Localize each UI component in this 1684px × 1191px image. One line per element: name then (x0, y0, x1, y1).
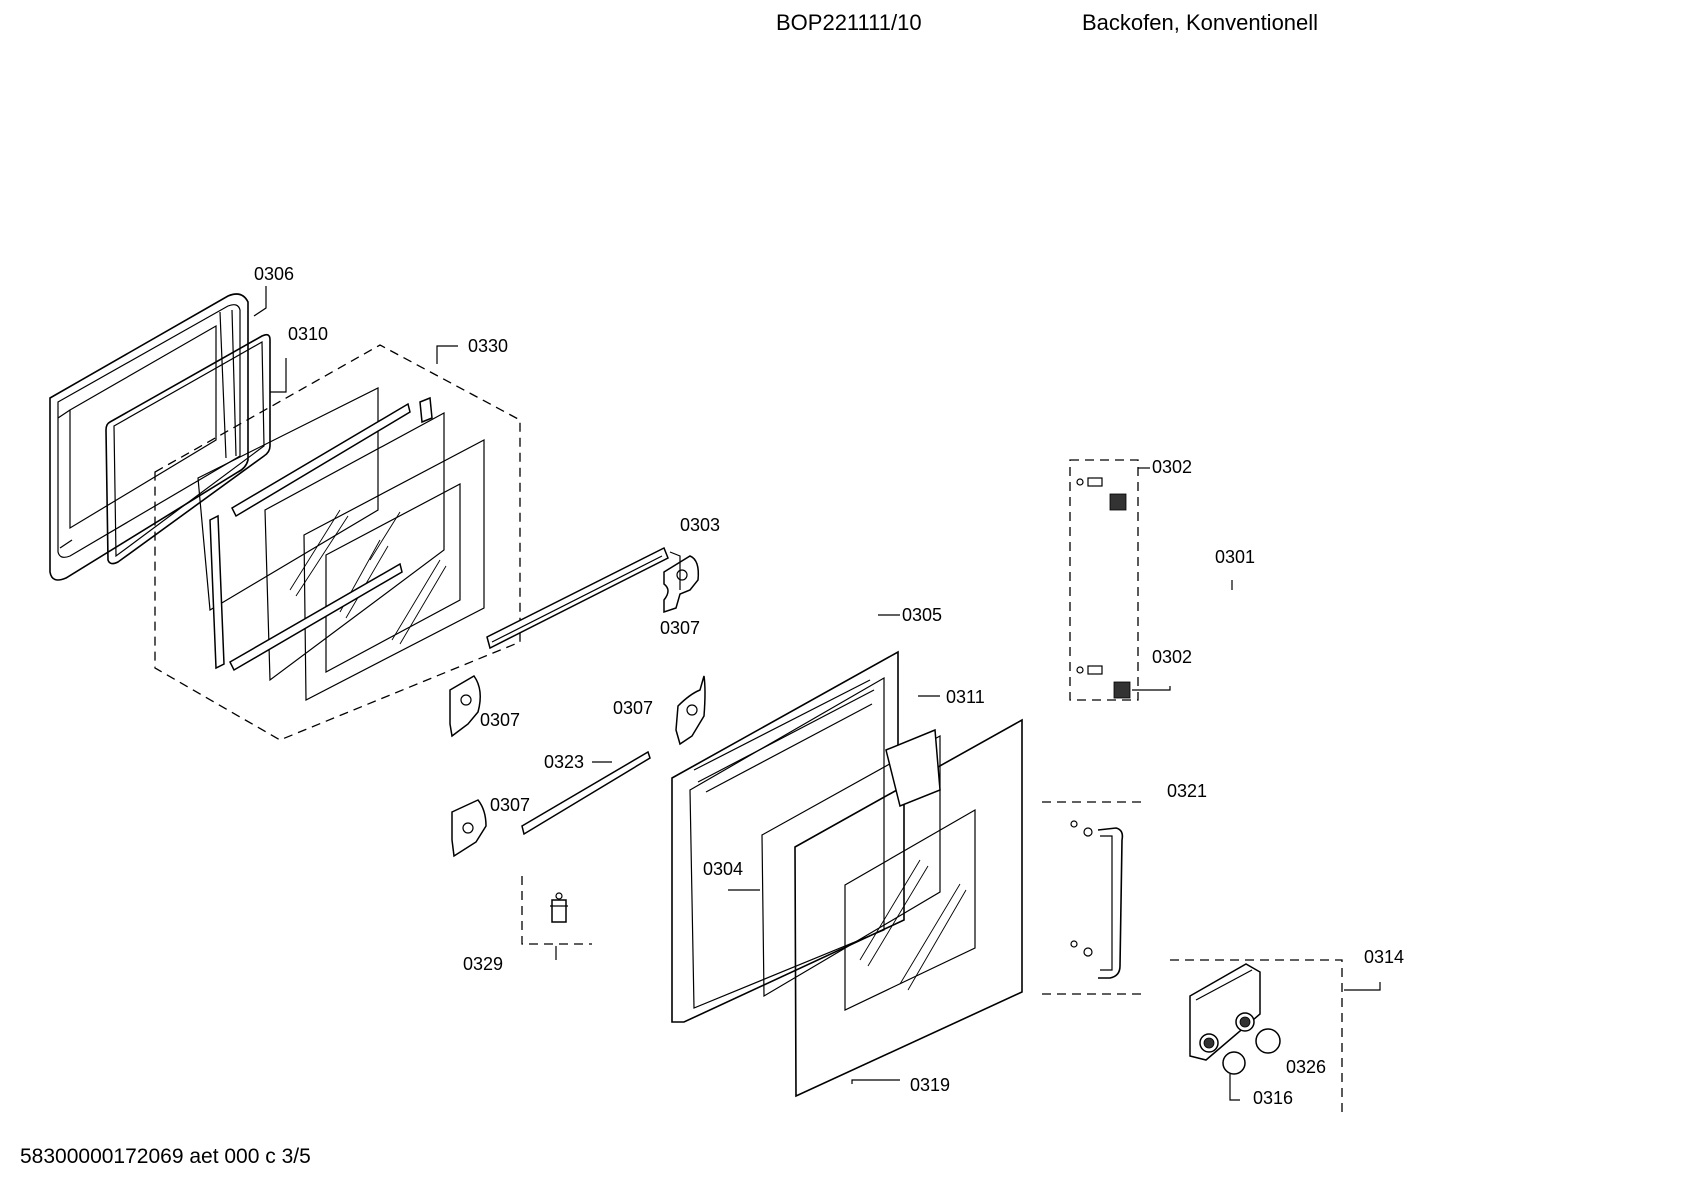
appliance-description: Backofen, Konventionell (1082, 10, 1319, 35)
middle-glass-0304 (761, 734, 941, 998)
inner-glass-pane-2 (264, 411, 445, 682)
fastener-0329 (550, 892, 568, 923)
part-label-0304: 0304 (703, 859, 743, 879)
part-label-0319: 0319 (910, 1075, 950, 1095)
part-label-0321: 0321 (1167, 781, 1207, 801)
part-label-0314: 0314 (1364, 947, 1404, 967)
part-label-0307-d: 0307 (490, 795, 530, 815)
part-label-0311: 0311 (946, 687, 985, 707)
control-module-0314 (1189, 963, 1261, 1061)
part-label-0302-top: 0302 (1152, 457, 1192, 477)
part-label-0329: 0329 (463, 954, 503, 974)
hinge-bracket-0307-d (451, 799, 487, 858)
inner-glass-pane-1 (197, 387, 379, 612)
rod-0323 (521, 750, 651, 836)
hinge-bracket-0307-a (663, 555, 700, 614)
handle-0321 (1070, 820, 1124, 979)
group-0314-outline (1170, 959, 1343, 1118)
inner-door-frame-0311 (671, 650, 905, 1023)
model-number: BOP221111/10 (776, 10, 922, 35)
part-label-0302-bottom: 0302 (1152, 647, 1192, 667)
front-glass-0319 (794, 718, 1023, 1098)
leader-lines (253, 286, 1381, 1101)
inner-glass-pane-3 (303, 439, 485, 701)
part-label-0301: 0301 (1215, 547, 1255, 567)
part-label-0316: 0316 (1253, 1088, 1293, 1108)
part-label-0326: 0326 (1286, 1057, 1326, 1077)
part-label-0307-c: 0307 (613, 698, 653, 718)
knob-0326 (1255, 1028, 1281, 1054)
door-frame-0306 (49, 293, 249, 581)
hinge-bracket-0307-b (449, 675, 481, 738)
part-label-0307-b: 0307 (480, 710, 520, 730)
part-label-0305: 0305 (902, 605, 942, 625)
door-seal-0310 (105, 333, 271, 565)
hinge-0302-bottom (1076, 665, 1131, 699)
part-label-0330: 0330 (468, 336, 508, 356)
knob-0316 (1222, 1051, 1246, 1075)
group-0330-outline (154, 344, 521, 741)
hinge-0302-top (1076, 477, 1127, 511)
top-cover-0305 (885, 728, 941, 808)
hinge-bracket-0307-c (675, 675, 706, 746)
group-0301-outline (1069, 459, 1139, 701)
profile-strip-0303 (486, 546, 669, 650)
document-code: 58300000172069 aet 000 c 3/5 (20, 1145, 311, 1168)
group-0321-outline (1042, 801, 1144, 995)
part-label-0303: 0303 (680, 515, 720, 535)
part-label-0306: 0306 (254, 264, 294, 284)
part-label-0307-a: 0307 (660, 618, 700, 638)
part-label-0323: 0323 (544, 752, 584, 772)
group-0329-outline (521, 876, 592, 945)
part-label-0310: 0310 (288, 324, 328, 344)
glass-holder-rails (209, 396, 433, 672)
